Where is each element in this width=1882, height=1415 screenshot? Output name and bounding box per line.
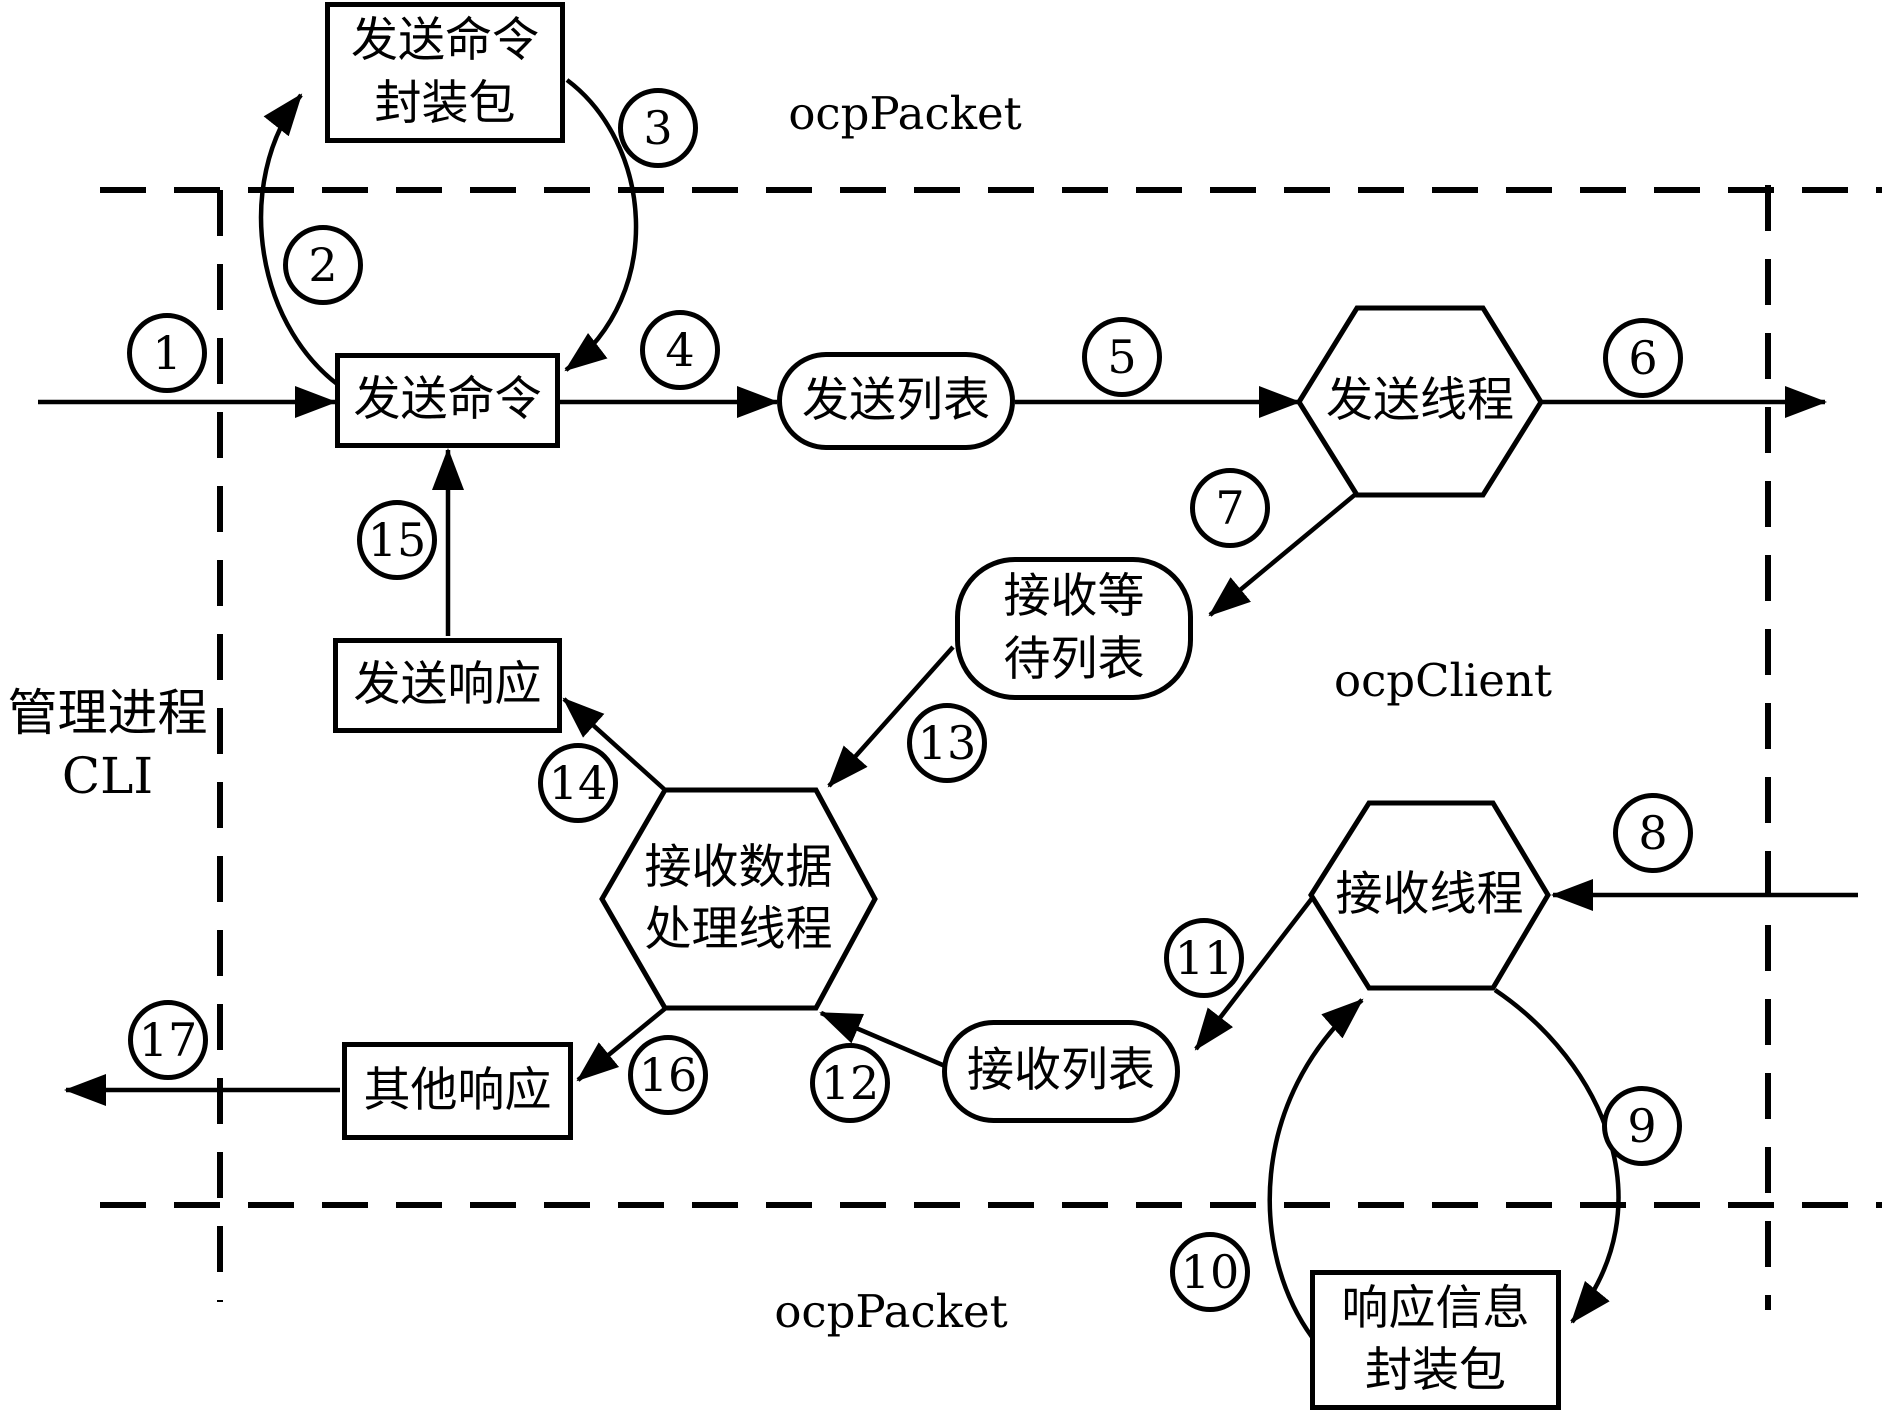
node-response-info-packet-line2: 封装包: [1365, 1343, 1506, 1398]
node-send-cmd-label: 发送命令: [353, 372, 542, 428]
step-badge-7: 7: [1190, 468, 1270, 548]
node-recv-data-thread-line1: 接收数据: [644, 839, 833, 895]
step-badge-13: 13: [907, 703, 987, 783]
node-recv-data-thread-line2: 处理线程: [644, 902, 833, 957]
node-response-info-packet-line1: 响应信息: [1341, 1280, 1530, 1336]
node-send-cmd-packet: 发送命令 封装包: [325, 2, 565, 143]
arrow-2-send-cmd-to-packet: [258, 93, 352, 395]
step-badge-9-label: 9: [1627, 1099, 1657, 1153]
step-badge-6: 6: [1603, 318, 1683, 398]
region-label-manager-line1: 管理进程: [7, 684, 208, 742]
recv-thread-hexagon: [1308, 800, 1551, 991]
node-recv-wait-list-line2: 待列表: [1003, 631, 1145, 687]
region-label-ocpclient: ocpClient: [1333, 654, 1552, 707]
step-badge-17: 17: [128, 1000, 208, 1080]
step-badge-4: 4: [640, 310, 720, 390]
arrow-11-recv-thread-to-recv-list: [1194, 895, 1315, 1051]
step-badge-8-label: 8: [1638, 806, 1668, 860]
step-badge-10-label: 10: [1180, 1245, 1240, 1299]
step-badge-16-label: 16: [638, 1048, 698, 1102]
step-badge-15-label: 15: [367, 513, 427, 567]
node-send-response: 发送响应: [333, 638, 562, 733]
step-badge-2: 2: [283, 225, 363, 305]
arrow-14-proc-thread-to-send-response: [562, 697, 666, 791]
arrow-16-proc-thread-to-other-response: [576, 1005, 669, 1082]
step-badge-12-label: 12: [820, 1056, 880, 1110]
arrow-7-send-thread-to-wait-list: [1208, 491, 1359, 617]
step-badge-1: 1: [127, 313, 207, 393]
arrow-3-packet-to-send-cmd: [564, 78, 639, 372]
region-label-manager-cli: 管理进程 CLI: [0, 682, 215, 807]
step-badge-9: 9: [1602, 1086, 1682, 1166]
step-badge-3-label: 3: [643, 101, 673, 155]
step-badge-4-label: 4: [665, 323, 695, 377]
node-send-cmd-packet-line2: 封装包: [374, 75, 516, 131]
step-badge-14-label: 14: [548, 756, 608, 810]
node-send-list-label: 发送列表: [802, 372, 990, 428]
node-send-cmd-packet-line1: 发送命令: [351, 13, 539, 69]
node-send-thread-label: 发送线程: [1326, 373, 1514, 429]
node-send-cmd: 发送命令: [335, 353, 560, 448]
node-recv-thread-label: 接收线程: [1335, 867, 1524, 923]
step-badge-16: 16: [628, 1035, 708, 1115]
node-response-info-packet: 响应信息 封装包: [1310, 1270, 1561, 1410]
region-label-ocppacket-bottom: ocpPacket: [774, 1285, 1008, 1338]
step-badge-11-label: 11: [1174, 931, 1234, 985]
step-badge-6-label: 6: [1628, 331, 1658, 385]
step-badge-2-label: 2: [308, 238, 338, 292]
region-label-manager-line2: CLI: [61, 746, 154, 805]
step-badge-5: 5: [1082, 317, 1162, 397]
node-recv-wait-list-line1: 接收等: [1003, 569, 1145, 625]
node-send-list: 发送列表: [777, 352, 1015, 450]
node-recv-wait-list: 接收等 待列表: [955, 557, 1193, 700]
arrow-12-recv-list-to-proc-thread: [819, 1010, 946, 1069]
arrow-13-wait-list-to-proc-thread: [827, 645, 955, 788]
step-badge-13-label: 13: [917, 716, 977, 770]
step-badge-7-label: 7: [1215, 481, 1245, 535]
node-send-thread: 发送线程: [1299, 308, 1541, 495]
step-badge-1-label: 1: [152, 326, 182, 380]
node-send-response-label: 发送响应: [353, 657, 542, 713]
node-recv-data-thread: 接收数据 处理线程: [602, 790, 875, 1008]
step-badge-8: 8: [1613, 793, 1693, 873]
step-badge-5-label: 5: [1107, 330, 1137, 384]
step-badge-14: 14: [538, 743, 618, 823]
node-recv-list-label: 接收列表: [967, 1043, 1155, 1099]
region-label-ocppacket-top: ocpPacket: [788, 87, 1022, 140]
step-badge-11: 11: [1164, 918, 1244, 998]
step-badge-3: 3: [618, 88, 698, 168]
arrow-10-packet-to-recv-thread: [1267, 998, 1364, 1339]
node-recv-list: 接收列表: [942, 1020, 1180, 1123]
step-badge-12: 12: [810, 1043, 890, 1123]
step-badge-17-label: 17: [138, 1013, 198, 1067]
step-badge-10: 10: [1170, 1232, 1250, 1312]
step-badge-15: 15: [357, 500, 437, 580]
node-recv-thread: 接收线程: [1311, 803, 1548, 988]
node-other-response: 其他响应: [342, 1042, 573, 1140]
node-other-response-label: 其他响应: [363, 1062, 552, 1118]
